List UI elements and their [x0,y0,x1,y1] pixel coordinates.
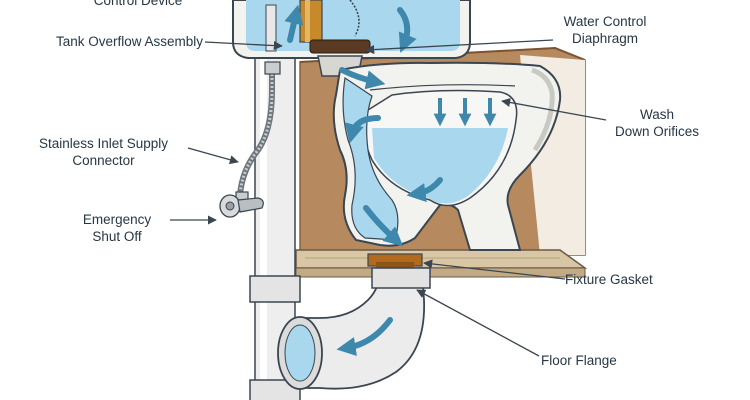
flow-arrow-tank [397,7,417,53]
flow-arrow-trapway [363,205,404,247]
flow-arrow-bowl [406,177,443,203]
wash-down-arrows [433,98,497,127]
closet-bend-pipe [277,267,431,390]
stainless-inlet-connector [237,61,281,196]
label-emergency-shut-off: Emergency Shut Off [62,211,172,245]
flow-arrow-rim [339,67,386,90]
label-stainless-inlet-supply-connector: Stainless Inlet Supply Connector [16,135,191,169]
shut-off-valve [219,191,264,218]
toilet-tank [232,0,471,59]
label-emergency-line1: Emergency [82,212,152,227]
fixture-gasket-shape [367,253,423,272]
label-tank-overflow-assembly: Tank Overflow Assembly [55,34,203,49]
flow-arrow-overflow [284,4,304,43]
label-wash-down-line1: Wash [639,107,674,122]
label-inlet-supply-line2: Connector [72,153,135,168]
label-emergency-line2: Shut Off [92,229,142,244]
label-water-control-line1: Water Control [563,14,647,29]
toilet-bowl [332,61,562,251]
label-control-device: Control Device [93,0,183,8]
label-water-control-line2: Diaphragm [571,31,639,46]
label-floor-flange: Floor Flange [541,353,617,368]
label-water-control-diaphragm: Water Control Diaphragm [550,13,660,47]
floor-slab [295,249,588,278]
leader-lines [170,39,607,357]
flow-arrow-bend [336,317,393,357]
label-inlet-supply-line1: Stainless Inlet Supply [38,136,169,151]
label-wash-down-line2: Down Orifices [614,124,700,139]
label-fixture-gasket: Fixture Gasket [565,272,653,287]
flow-arrows [284,4,443,357]
label-wash-down-orifices: Wash Down Orifices [602,106,712,140]
flow-arrow-channel [345,115,381,144]
